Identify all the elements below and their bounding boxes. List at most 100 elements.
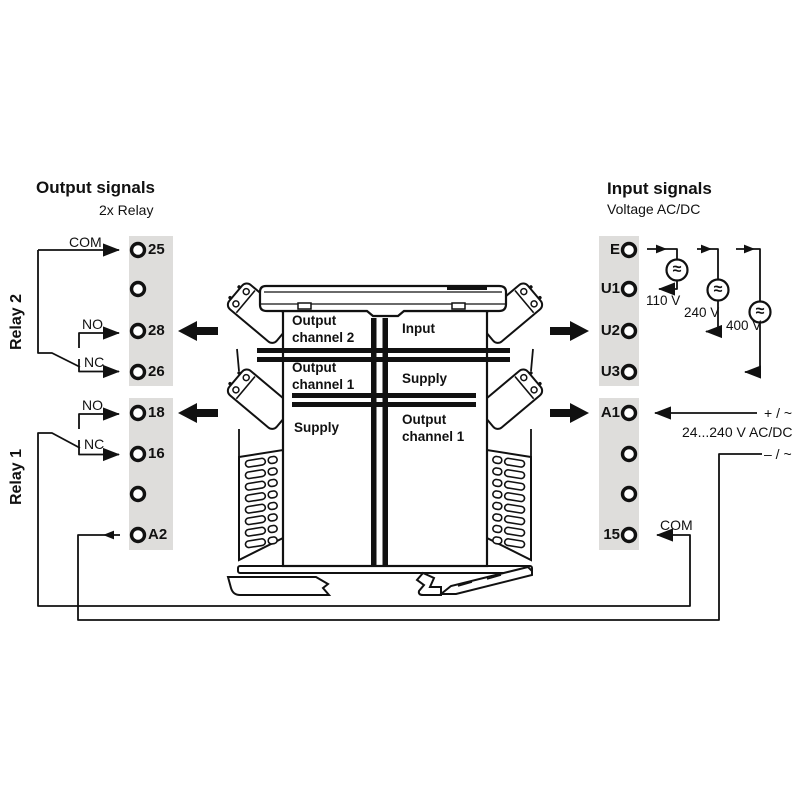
terminal-label-a1: A1 xyxy=(600,404,620,421)
terminal-label-u3: U3 xyxy=(600,363,620,380)
din-latch-left xyxy=(226,576,332,596)
terminal-label-16: 16 xyxy=(148,445,165,462)
supply-range-label: 24...240 V AC/DC xyxy=(682,424,793,440)
wire-relay1-common-to-com15 xyxy=(37,432,691,607)
supply-plus-label: + / ~ xyxy=(764,405,793,421)
terminal-circle-26 xyxy=(129,363,147,381)
supply-minus-label: – / ~ xyxy=(764,446,792,462)
wire-relay2-common xyxy=(37,250,81,368)
arrowhead-a2 xyxy=(103,530,114,540)
wire-source110-to-u1 xyxy=(658,281,678,296)
cap-marker-bar xyxy=(447,285,487,290)
terminal-circle-blank-r2 xyxy=(620,485,638,503)
input-com-label: COM xyxy=(660,517,693,533)
signal-arrows xyxy=(178,321,589,423)
wire-no-relay2 xyxy=(78,326,120,348)
relay2-group-label: Relay 2 xyxy=(8,293,25,351)
wire-arrowheads xyxy=(103,244,755,540)
terminal-label-blank-r1 xyxy=(569,445,620,463)
wire-e-to-source400 xyxy=(736,248,761,301)
input-arrow-u2 xyxy=(550,321,589,341)
terminal-label-28: 28 xyxy=(148,322,165,339)
terminal-circle-a1 xyxy=(620,404,638,422)
wire-e-to-source240 xyxy=(697,248,719,279)
terminal-circle-18 xyxy=(129,404,147,422)
output-signals-subtitle: 2x Relay xyxy=(99,202,154,218)
terminal-circle-u3 xyxy=(620,363,638,381)
terminal-circle-28 xyxy=(129,322,147,340)
arrowhead-e2 xyxy=(701,244,712,254)
relay1-nc-label: NC xyxy=(84,436,105,452)
arrowhead-e3 xyxy=(744,244,755,254)
terminal-circle-15 xyxy=(620,526,638,544)
terminal-circle-25 xyxy=(129,241,147,259)
zone-output-channel-2: Output channel 2 xyxy=(292,313,355,345)
terminal-label-26: 26 xyxy=(148,363,165,380)
wire-source240-to-u2 xyxy=(705,301,723,339)
terminal-label-a2: A2 xyxy=(148,526,168,543)
terminal-circle-blank-r1 xyxy=(620,445,638,463)
wire-source400-to-u3 xyxy=(744,323,762,379)
terminal-label-18: 18 xyxy=(148,404,165,421)
terminal-label-15: 15 xyxy=(603,526,620,543)
terminal-circle-a2 xyxy=(129,526,147,544)
terminal-label-u1: U1 xyxy=(600,280,620,297)
ac-source-110v-icon xyxy=(665,258,689,282)
voltage-240-label: 240 V xyxy=(684,305,720,320)
din-hook xyxy=(415,571,442,596)
relay1-no-label: NO xyxy=(82,397,103,413)
terminal-strip-output-upper xyxy=(129,236,173,386)
din-rail-module xyxy=(221,277,549,596)
terminal-circle-blank-l1 xyxy=(129,280,147,298)
ac-symbol-240: ≈ xyxy=(713,281,723,298)
terminal-label-blank xyxy=(148,280,188,298)
relay2-no-label: NO xyxy=(82,316,103,332)
din-rail-foot xyxy=(226,565,533,596)
terminal-strip-input-upper xyxy=(599,236,639,386)
input-signals-subtitle: Voltage AC/DC xyxy=(607,201,701,217)
wire-nc-relay1 xyxy=(78,440,120,462)
ac-source-240v-icon xyxy=(706,278,730,302)
terminal-strip-output-lower xyxy=(129,398,173,550)
terminal-label-e: E xyxy=(609,241,620,258)
zone-output-channel-1-right: Output channel 1 xyxy=(402,412,465,444)
terminal-strip-input-lower xyxy=(599,398,639,550)
ac-sources xyxy=(665,258,772,324)
separator-bars xyxy=(257,318,510,565)
terminal-circle-u1 xyxy=(620,280,638,298)
wires xyxy=(37,243,762,621)
relay2-com-label: COM xyxy=(69,234,102,250)
output-arrow-relay1 xyxy=(178,403,218,423)
output-arrow-relay2 xyxy=(178,321,218,341)
terminal-strips xyxy=(129,236,639,550)
terminal-circle-e xyxy=(620,241,638,259)
terminal-label-u2: U2 xyxy=(600,322,620,339)
wire-nc-relay2 xyxy=(78,359,120,379)
ac-symbol-400: ≈ xyxy=(755,303,765,320)
wire-no-relay1 xyxy=(78,407,120,429)
terminal-circle-16 xyxy=(129,445,147,463)
ac-source-400v-icon xyxy=(748,300,772,324)
terminal-points xyxy=(129,241,638,544)
din-latch-right xyxy=(438,565,533,595)
voltage-110-label: 110 V xyxy=(646,293,681,308)
ac-symbol-110: ≈ xyxy=(672,261,682,278)
terminal-label-25: 25 xyxy=(148,241,165,258)
zone-supply-right: Supply xyxy=(402,371,448,386)
zone-output-channel-1-left: Output channel 1 xyxy=(292,360,355,392)
arrowhead-e1 xyxy=(656,244,667,254)
voltage-400-label: 400 V xyxy=(726,318,762,333)
wire-a2-to-minus xyxy=(77,453,762,621)
output-signals-title: Output signals xyxy=(36,178,155,197)
zone-supply-left: Supply xyxy=(294,420,340,435)
terminal-label-blank-r2 xyxy=(569,485,620,503)
terminal-label-blank2 xyxy=(148,485,188,503)
terminal-circle-u2 xyxy=(620,322,638,340)
relay2-nc-label: NC xyxy=(84,354,105,370)
module-top-cap xyxy=(258,284,508,318)
zone-input: Input xyxy=(402,321,435,336)
input-signals-title: Input signals xyxy=(607,179,712,198)
relay1-group-label: Relay 1 xyxy=(8,448,25,506)
